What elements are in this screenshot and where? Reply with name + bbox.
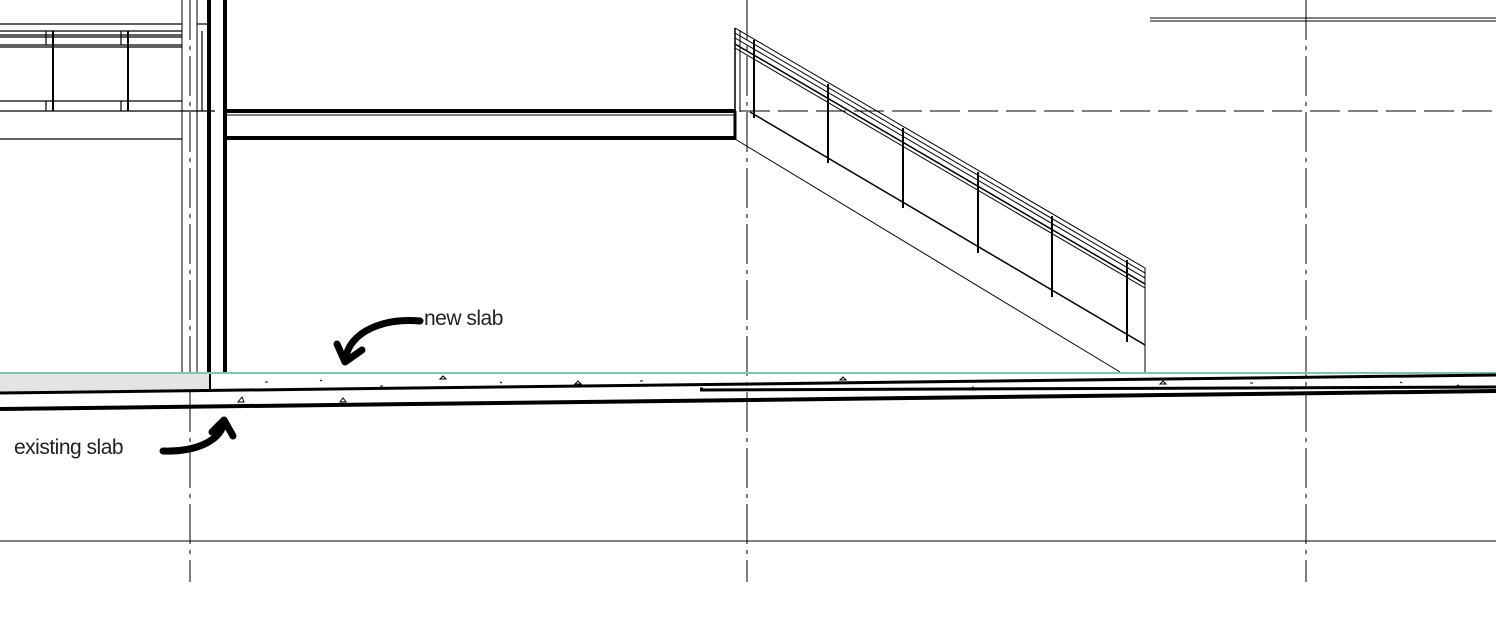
new-slab-arrow xyxy=(341,317,424,364)
annotation-arrows xyxy=(159,317,424,455)
existing-slab-arrowhead xyxy=(208,416,237,440)
existing-slab-label: existing slab xyxy=(14,436,124,459)
wall xyxy=(181,0,227,392)
grid-lines xyxy=(0,0,1496,582)
landing-slab xyxy=(225,109,737,140)
existing-slab-bottom xyxy=(0,389,1496,411)
hatch-existing-finish xyxy=(0,374,209,392)
concrete-aggregate xyxy=(236,375,1463,403)
existing-slab-top xyxy=(0,373,1496,395)
new-slab-arrowhead xyxy=(333,340,366,366)
upper-railing xyxy=(0,23,215,140)
stair xyxy=(734,27,1146,373)
new-slab-label: new slab xyxy=(424,307,503,330)
existing-slab-arrow xyxy=(159,420,228,455)
floor-slabs xyxy=(0,372,1496,411)
